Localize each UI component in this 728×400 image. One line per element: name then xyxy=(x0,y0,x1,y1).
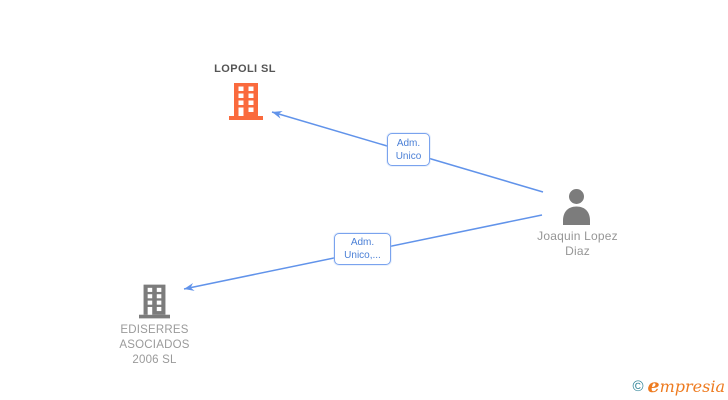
brand-rest: mpresia xyxy=(659,377,725,396)
node-label-lopoli[interactable]: LOPOLI SL xyxy=(214,63,276,75)
copyright-icon: © xyxy=(632,378,644,395)
empresia-watermark: © empresia xyxy=(632,377,725,396)
building-icon[interactable] xyxy=(139,283,170,320)
brand-initial: e xyxy=(647,375,660,397)
person-icon[interactable] xyxy=(560,188,593,225)
node-label-joaquin[interactable]: Joaquin Lopez Diaz xyxy=(537,229,618,258)
brand-logo: empresia xyxy=(648,377,726,396)
node-label-ediserres[interactable]: EDISERRES ASOCIADOS 2006 SL xyxy=(119,324,190,366)
edge-label-adm-unico[interactable]: Adm. Unico xyxy=(387,133,430,166)
building-icon[interactable] xyxy=(229,83,263,120)
edge-label-adm-unico-more[interactable]: Adm. Unico,... xyxy=(334,233,391,265)
